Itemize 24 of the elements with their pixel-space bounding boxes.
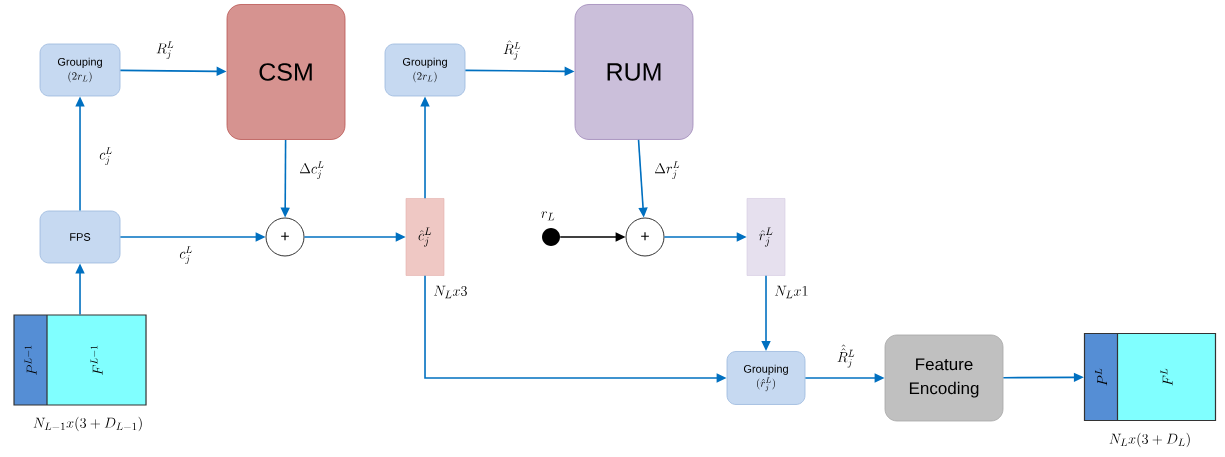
edge-label: $\hat{R}_j^L$	[501, 39, 523, 61]
edge-label: $c_j^L$	[178, 245, 194, 265]
grouping-box: Grouping $(2r_L)$	[384, 43, 466, 97]
edge-label: $R_j^L$	[154, 40, 176, 60]
size-label: $N_L x(3+D_L)$	[1109, 432, 1190, 448]
edge-label: $\hat{\hat{R}}_j^L$	[835, 343, 857, 369]
grouping-box: Grouping $(2r_L)$	[39, 43, 121, 97]
input-dot	[542, 228, 560, 246]
size-label: $N_L x3$	[433, 285, 467, 299]
module-box: CSM	[226, 4, 346, 140]
vector-box: $\hat{r}_j^L$	[746, 198, 786, 276]
encoder-box: Feature Encoding	[884, 334, 1004, 422]
module-box: RUM	[574, 4, 694, 140]
tensor-block: $P^L$ $F^L$	[1083, 332, 1217, 422]
vector-box: $\hat{c}_j^L$	[405, 198, 445, 276]
grouping-box: Grouping $(\hat{r}_j^L)$	[726, 351, 806, 405]
edge-label: $c_j^L$	[98, 146, 114, 166]
edge-label: $\Delta r_j^L$	[653, 160, 681, 180]
size-label: $N_L x1$	[774, 285, 808, 299]
tensor-block: $P^{L-1}$ $F^{L-1}$	[13, 314, 147, 406]
size-label: $N_{L-1}x(3+D_{L-1})$	[33, 416, 142, 432]
grouping-box: FPS	[39, 210, 121, 264]
edge-label: $\Delta c_j^L$	[298, 160, 326, 180]
size-label: $r_L$	[541, 211, 555, 221]
